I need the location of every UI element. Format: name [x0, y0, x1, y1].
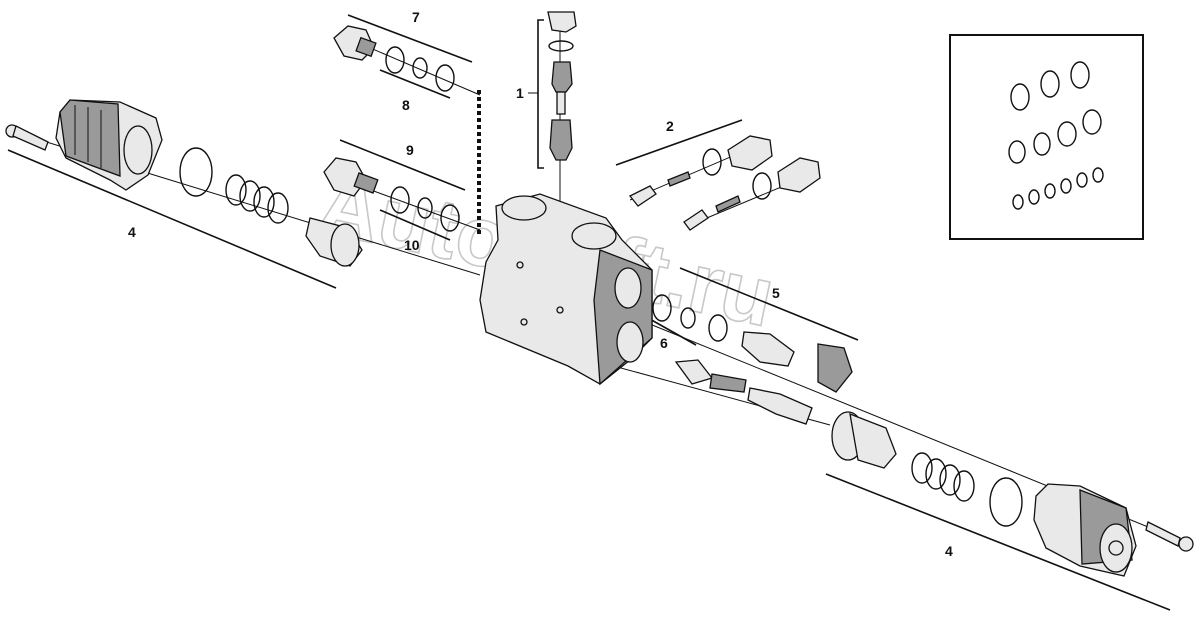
left-end-cap-assembly [5, 99, 363, 267]
callout-6: 6 [660, 335, 668, 351]
callout-brackets [7, 14, 1171, 611]
right-bolt [1145, 521, 1194, 552]
callout-4-left: 4 [128, 224, 136, 240]
callout-9: 9 [406, 142, 414, 158]
spool-group-5-6 [652, 294, 853, 425]
callout-labels: 1 2 3 4 5 6 7 8 9 10 4 [128, 9, 970, 559]
left-spring-seat [305, 217, 363, 267]
valve-body [479, 193, 653, 386]
callout-4-right: 4 [945, 543, 953, 559]
right-end-cap-assembly [831, 411, 1194, 577]
callout-10: 10 [404, 237, 420, 253]
left-cap-oring [179, 147, 213, 197]
check-valve-group-2 [628, 135, 821, 231]
left-spring [225, 174, 289, 224]
seal-kit-box [949, 34, 1144, 240]
relief-valve-group-1 [547, 11, 577, 161]
plug-group-7 [333, 25, 455, 92]
right-cap-oring [989, 477, 1023, 527]
plug-group-9 [323, 157, 460, 232]
callout-8: 8 [402, 97, 410, 113]
left-bolt [5, 124, 49, 151]
right-cap [1033, 483, 1137, 577]
right-spring-seat [831, 411, 897, 469]
right-spring [911, 452, 975, 502]
callout-1: 1 [516, 85, 524, 101]
callout-7: 7 [412, 9, 420, 25]
left-cap [55, 99, 163, 191]
callout-2: 2 [666, 118, 674, 134]
callout-5: 5 [772, 285, 780, 301]
